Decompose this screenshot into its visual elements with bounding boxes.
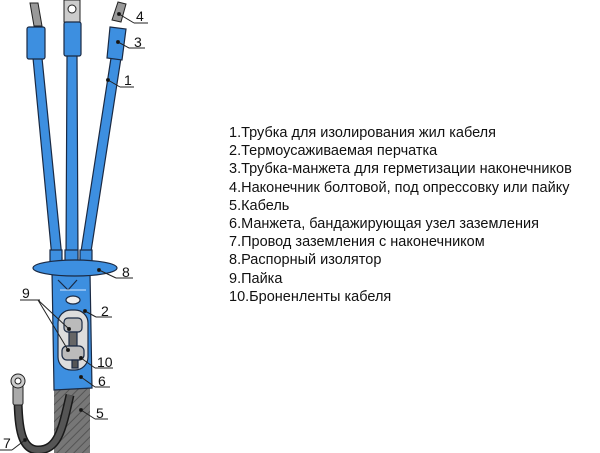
callout-6: 6 bbox=[98, 373, 106, 389]
legend: 1.Трубка для изолирования жил кабеля 2.Т… bbox=[229, 124, 572, 306]
insulating-tubes bbox=[26, 21, 127, 265]
legend-item: 5.Кабель bbox=[229, 197, 290, 214]
legend-item: 2.Термоусаживаемая перчатка bbox=[229, 143, 438, 160]
lugs bbox=[29, 0, 127, 27]
legend-item: 7.Провод заземления с наконечником bbox=[229, 234, 485, 251]
callout-2: 2 bbox=[101, 303, 109, 319]
legend-item: 1.Трубка для изолирования жил кабеля bbox=[229, 125, 496, 141]
ground-wire bbox=[10, 373, 75, 453]
callout-4: 4 bbox=[136, 8, 144, 24]
glove bbox=[32, 259, 118, 391]
callout-9: 9 bbox=[22, 285, 30, 301]
legend-item: 8.Распорный изолятор bbox=[229, 252, 382, 269]
legend-item: 4.Наконечник болтовой, под опрессовку ил… bbox=[229, 179, 570, 196]
callout-10: 10 bbox=[97, 354, 113, 370]
legend-item: 3.Трубка-манжета для герметизации наконе… bbox=[229, 161, 572, 178]
legend-item: 9.Пайка bbox=[229, 270, 283, 287]
callout-1: 1 bbox=[124, 72, 132, 88]
callout-7: 7 bbox=[3, 435, 11, 451]
callout-5: 5 bbox=[96, 405, 104, 421]
legend-item: 6.Манжета, бандажирующая узел заземления bbox=[229, 216, 539, 233]
callout-8: 8 bbox=[122, 264, 130, 280]
callout-3: 3 bbox=[134, 34, 142, 50]
legend-item: 10.Броненленты кабеля bbox=[229, 288, 392, 305]
leader-lines bbox=[0, 12, 148, 451]
